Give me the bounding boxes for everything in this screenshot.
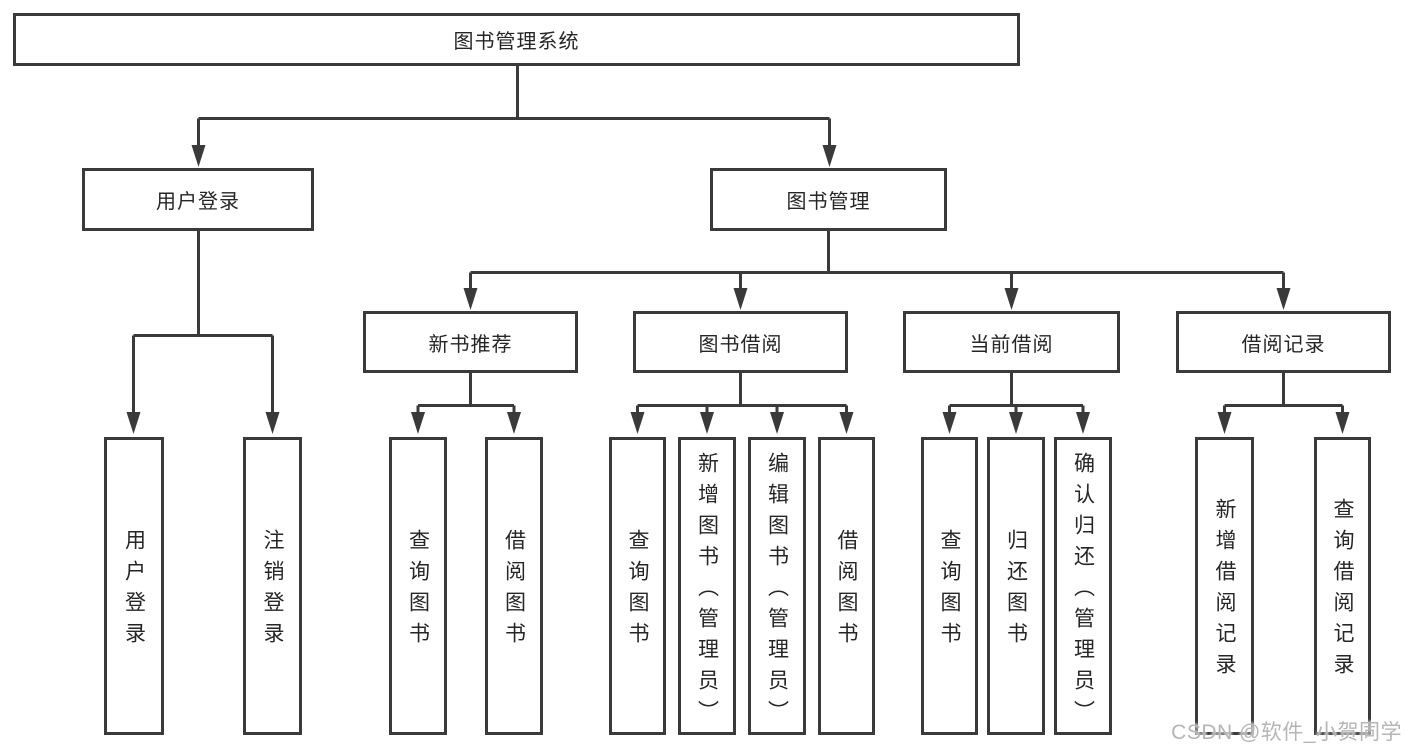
leaf-query-book-current: 查询图书 [921, 437, 978, 735]
leaf-return-book: 归还图书 [987, 437, 1045, 735]
leaf-user-login: 用户登录 [104, 437, 164, 735]
leaf-borrow-book: 借阅图书 [818, 437, 875, 735]
node-new-book-recommend: 新书推荐 [363, 311, 578, 373]
leaf-add-book-admin: 新增图书（管理员） [678, 437, 736, 735]
leaf-logout: 注销登录 [243, 437, 302, 735]
node-root-system: 图书管理系统 [13, 13, 1020, 66]
leaf-query-borrow-record: 查询借阅记录 [1314, 437, 1371, 735]
leaf-query-book-borrow: 查询图书 [609, 437, 666, 735]
leaf-add-borrow-record: 新增借阅记录 [1195, 437, 1254, 735]
node-current-borrow: 当前借阅 [903, 311, 1120, 373]
leaf-confirm-return-admin: 确认归还（管理员） [1054, 437, 1112, 735]
node-borrow-records: 借阅记录 [1176, 311, 1391, 373]
leaf-edit-book-admin: 编辑图书（管理员） [748, 437, 806, 735]
csdn-watermark: CSDN @软件_小贺同学 [1171, 721, 1402, 744]
node-user-login-branch: 用户登录 [82, 168, 314, 231]
node-book-borrow: 图书借阅 [633, 311, 848, 373]
leaf-query-book-recommend: 查询图书 [389, 437, 447, 735]
node-book-management-branch: 图书管理 [710, 168, 947, 231]
leaf-borrow-book-recommend: 借阅图书 [485, 437, 543, 735]
